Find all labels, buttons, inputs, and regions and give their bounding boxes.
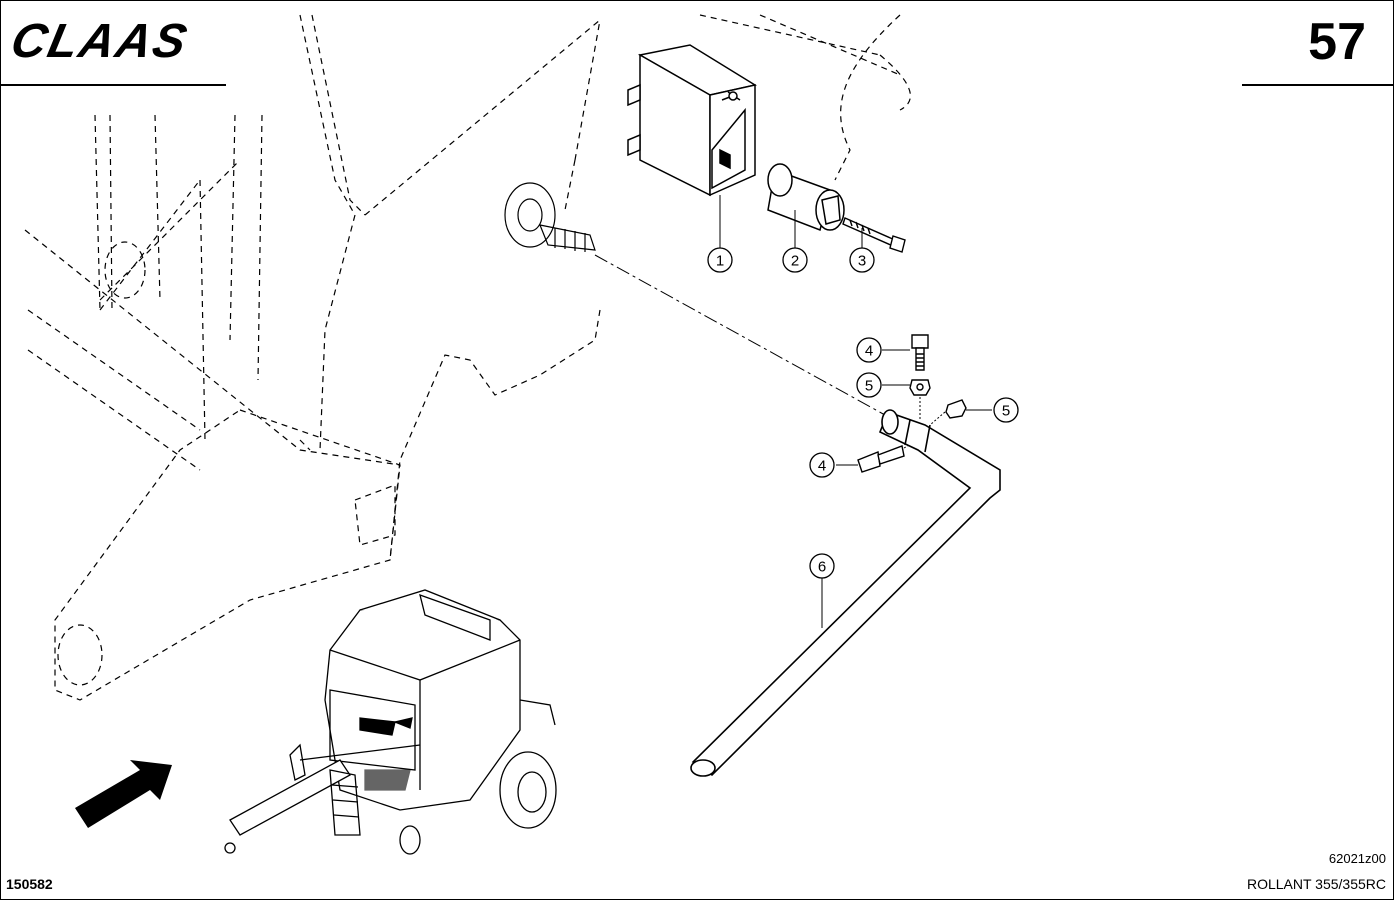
callout-4-upper [856, 337, 882, 363]
model-name: ROLLANT 355/355RC [1246, 876, 1386, 892]
callout-6-label: 6 [818, 559, 826, 576]
header-rule-right [1242, 84, 1394, 86]
callout-4-lower [809, 452, 835, 478]
callout-4-upper-label: 4 [865, 343, 873, 360]
callout-5-upper-label: 5 [865, 378, 873, 395]
part-1-storage-box [627, 44, 757, 197]
callout-4-lower-label: 4 [818, 458, 826, 475]
callout-6 [809, 553, 835, 579]
header-rule-left [0, 84, 226, 86]
callout-2 [782, 247, 808, 273]
part-4-bolt-upper [911, 334, 929, 371]
part-2-sleeve [767, 163, 845, 232]
callout-2-label: 2 [791, 253, 799, 270]
part-3-bolt [842, 217, 906, 253]
callout-3-label: 3 [858, 253, 866, 270]
part-6-crank-handle [690, 409, 1001, 777]
callout-1-label: 1 [716, 253, 724, 270]
page-number: 57 [1308, 13, 1366, 71]
direction-arrow-icon [75, 760, 172, 828]
document-number: 150582 [6, 876, 53, 892]
callout-3 [849, 247, 875, 273]
part-5-nut-right [945, 399, 967, 419]
part-5-nut-upper [909, 379, 931, 396]
drawing-reference: 62021z00 [1328, 851, 1386, 866]
splined-shaft [504, 182, 596, 252]
callout-5-upper [856, 372, 882, 398]
callout-5-right-label: 5 [1002, 403, 1010, 420]
callout-1 [707, 247, 733, 273]
baler-overview-sketch [224, 589, 557, 855]
part-4-bolt-lower [857, 445, 905, 473]
callout-5-right [993, 397, 1019, 423]
assembly-centerline [594, 254, 886, 416]
machine-frame-outline [24, 14, 911, 701]
